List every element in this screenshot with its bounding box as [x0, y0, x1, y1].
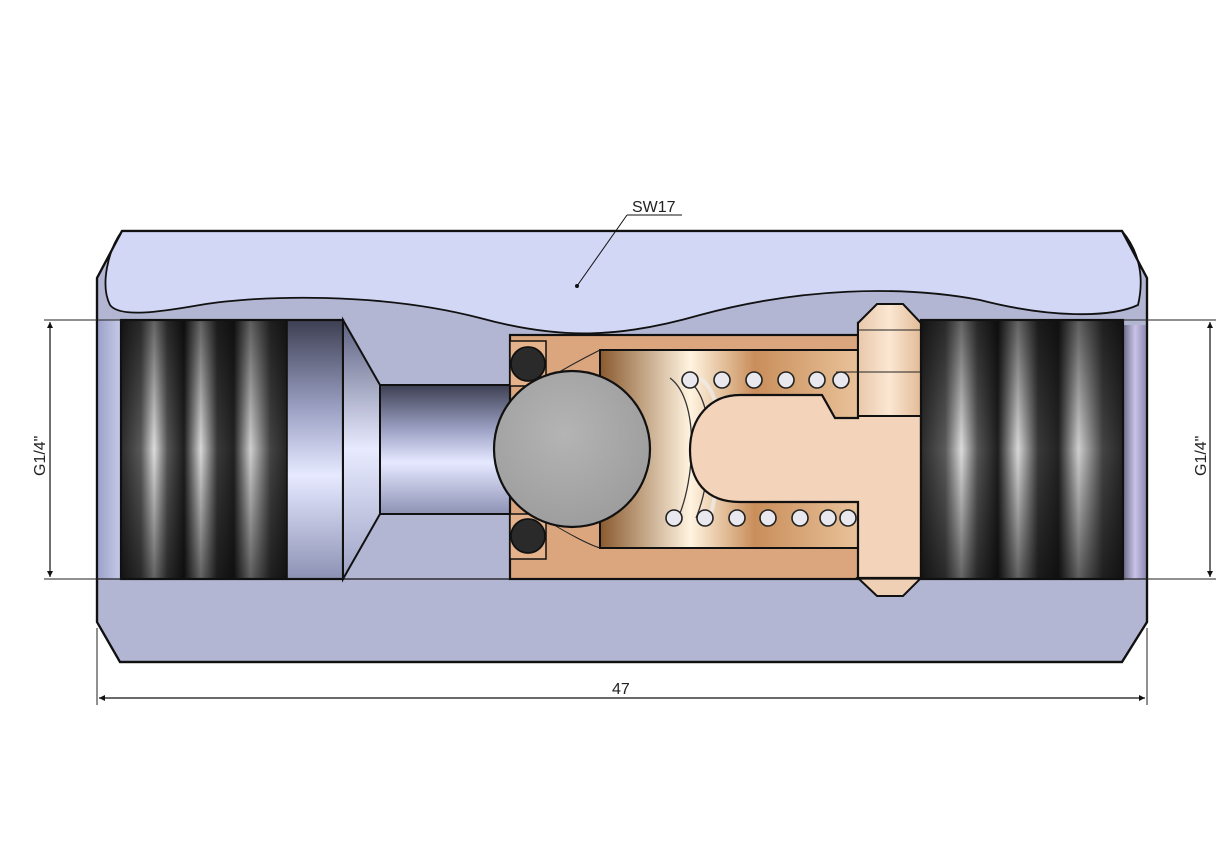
check-ball — [492, 369, 652, 529]
length-dimension-label: 47 — [612, 681, 630, 698]
spring-coils — [665, 371, 857, 527]
wrench-size-callout: SW17 — [575, 199, 682, 288]
wrench-size-label: SW17 — [632, 199, 676, 216]
right-thread-dimension: G1/4" — [1123, 319, 1216, 580]
left-thread-label: G1/4" — [32, 436, 49, 476]
left-thread-port — [97, 318, 345, 581]
housing-outline — [95, 229, 1149, 664]
length-dimension: 47 — [96, 628, 1148, 705]
inlet-bore — [379, 384, 511, 515]
right-thread-port — [919, 318, 1147, 581]
o-ring-bottom — [510, 518, 546, 554]
left-thread-dimension: G1/4" — [32, 319, 121, 580]
o-ring-top — [510, 346, 546, 382]
right-thread-label: G1/4" — [1193, 436, 1210, 476]
hex-flat-surface — [104, 230, 1142, 335]
